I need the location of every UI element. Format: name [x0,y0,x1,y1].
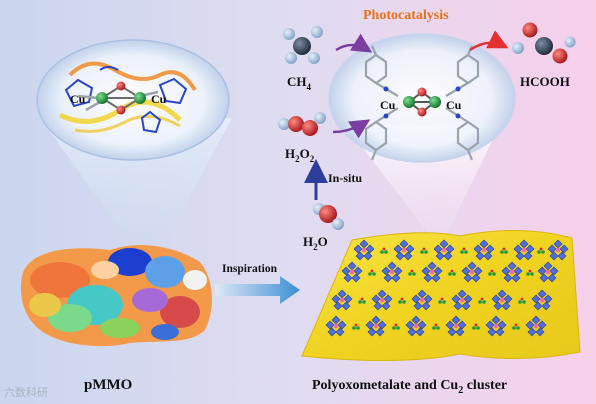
zoom-lens-right [328,33,516,163]
cu-atom-icon [96,92,108,104]
h2o-label: H2O [303,234,328,252]
cu2-link-icon [398,297,406,304]
pom-cluster-grid [325,239,569,337]
cu-label-right: Cu [151,92,167,106]
pom-cu2-framework-sheet [301,229,581,362]
cu-label-right-1: Cu [380,98,396,112]
ch4-molecule-icon [283,26,323,64]
pom-cluster-icon [393,239,415,261]
pom-cluster-icon [473,239,495,261]
pom-cluster-icon [371,289,393,311]
cu2-link-icon [537,247,545,254]
pom-cluster-icon [325,315,347,337]
pom-cluster-icon [405,315,427,337]
pmmo-protein-surface [20,245,212,347]
pom-cluster-icon [353,239,375,261]
cu2-link-icon [432,323,440,330]
pom-cluster-icon [451,289,473,311]
in-situ-label: In-situ [328,171,362,185]
pom-cluster-icon [461,261,483,283]
pom-cluster-icon [525,315,547,337]
zoom-lens-left [36,39,230,161]
cu-atom-icon [403,96,415,108]
arrow-ch4-to-catalyst [335,33,373,53]
pom-cluster-icon [537,261,559,283]
o-atom-icon [417,87,427,97]
zoom-cone-left [40,118,232,270]
inspiration-arrow [215,276,300,304]
o-atom-icon [116,105,126,115]
cu2-active-site-left: Cu Cu [58,61,197,134]
cu2-link-icon [352,323,360,330]
cu2-link-icon [358,297,366,304]
watermark-text: 六数科研 [4,385,48,399]
cu2-link-icon [472,323,480,330]
cu2-link-icon [518,297,526,304]
arrow-catalyst-to-hcooh [469,30,509,52]
hcooh-molecule-icon [512,22,576,64]
pom-cluster-icon [331,289,353,311]
cu2-link-icon [438,297,446,304]
h2o2-molecule-icon [278,112,326,136]
pom-cluster-icon [513,239,535,261]
cu2-link-icon [408,269,416,276]
arrow-h2o2-to-catalyst [332,119,371,139]
hcooh-label: HCOOH [520,74,570,89]
ch4-label: CH4 [287,74,312,92]
pom-cluster-icon [341,261,363,283]
pom-cluster-icon [411,289,433,311]
cu2-link-icon [392,323,400,330]
cu-label-right-2: Cu [446,98,462,112]
cu2-link-icon [500,247,508,254]
pmmo-label: pMMO [84,377,132,393]
pom-cluster-icon [421,261,443,283]
inspiration-label: Inspiration [222,263,278,275]
cu2-link-icon [478,297,486,304]
pom-cluster-icon [365,315,387,337]
o-atom-icon [417,107,427,117]
pom-cu2-caption: Polyoxometalate and Cu2 cluster [312,378,507,396]
cu2-complex-right: Cu Cu [364,45,480,161]
cu-atom-icon [134,92,146,104]
cu2-link-icon [420,247,428,254]
cu2-link-icon [448,269,456,276]
pom-cluster-icon [381,261,403,283]
o-atom-icon [116,81,126,91]
cu-label-left: Cu [70,92,86,106]
pom-cluster-icon [491,289,513,311]
cu-atom-icon [429,96,441,108]
cu2-link-icon [526,269,534,276]
pom-cluster-icon [433,239,455,261]
cu2-link-icon [380,247,388,254]
pom-cluster-icon [485,315,507,337]
photocatalysis-title: Photocatalysis [363,8,449,23]
pom-cluster-icon [445,315,467,337]
cu2-link-icon [512,323,520,330]
h2o-molecule-icon [313,203,344,230]
cu2-link-icon [368,269,376,276]
pom-cluster-icon [547,239,569,261]
cu2-link-icon [488,269,496,276]
pom-cluster-icon [501,261,523,283]
cu2-link-icon [460,247,468,254]
pom-cluster-icon [531,289,553,311]
